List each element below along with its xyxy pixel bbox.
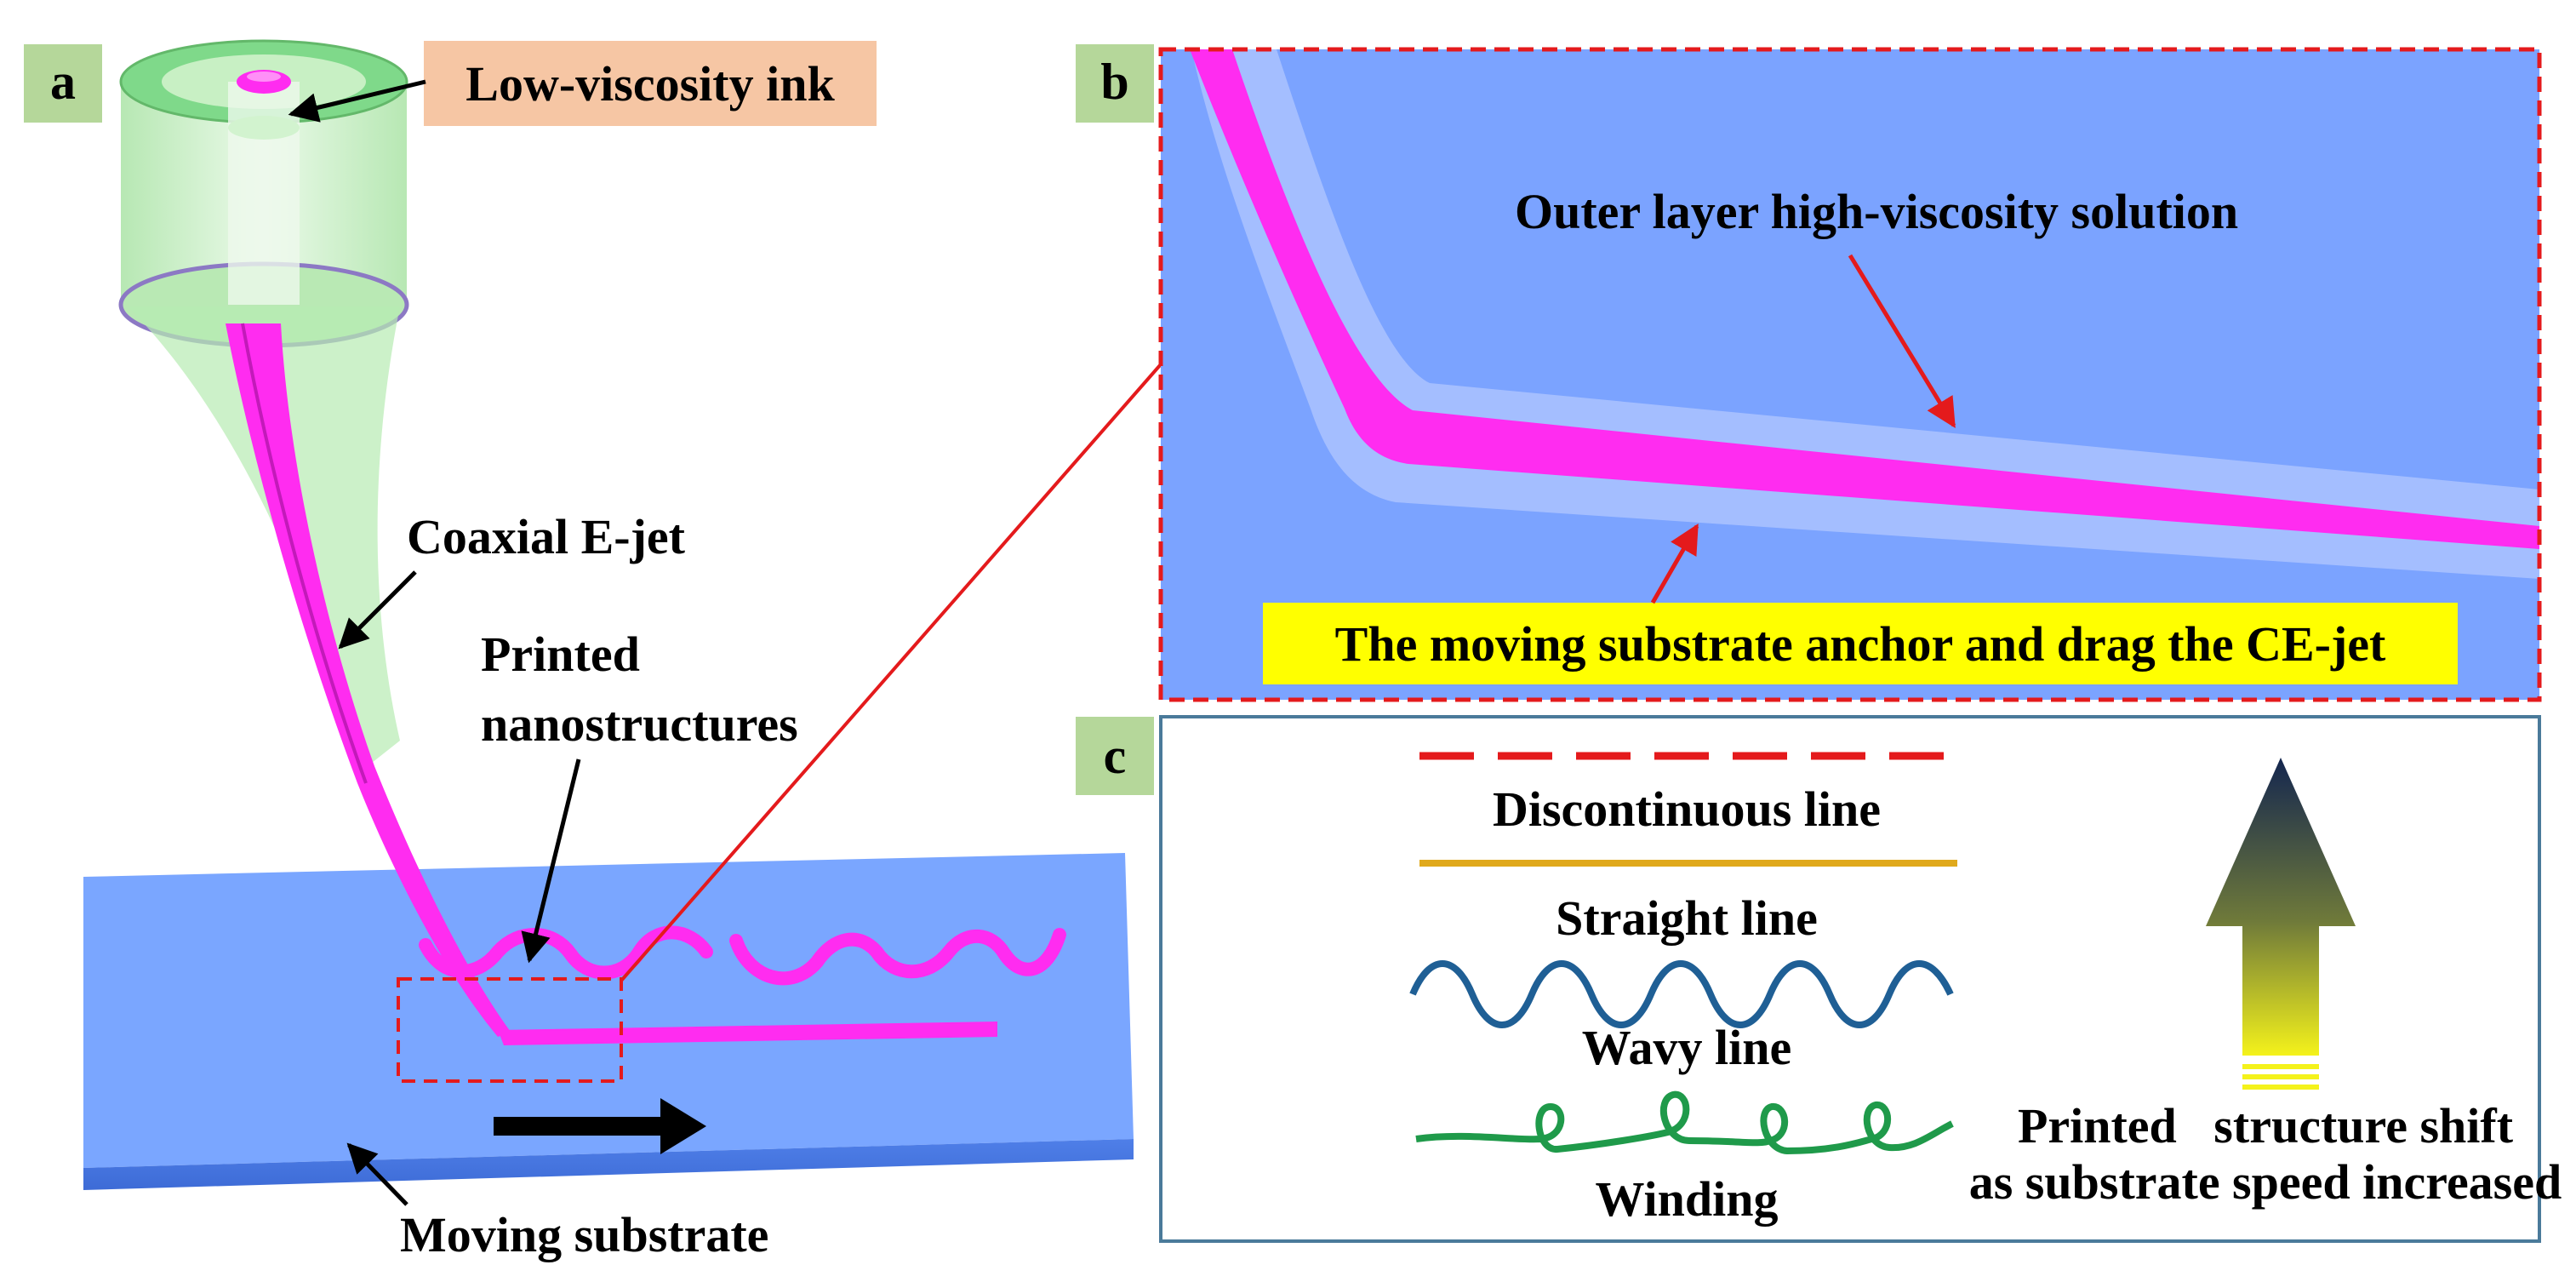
outer-layer-pointer — [1848, 254, 1956, 428]
panel-c-tag-bg — [1076, 717, 1154, 795]
panel-c-tag: c — [1104, 728, 1127, 784]
speed-increase-arrow — [2206, 758, 2356, 1090]
substrate-label: Moving substrate — [400, 1207, 768, 1262]
panel-a: a — [24, 39, 1134, 1262]
discontinuous-line-label: Discontinuous line — [1493, 781, 1881, 837]
outer-layer-label: Outer layer high-viscosity solution — [1515, 184, 2238, 239]
coaxial-jet — [128, 306, 511, 1037]
anchor-label-bg — [1263, 603, 2458, 684]
ink-label: Low-viscosity ink — [466, 56, 835, 112]
shift-label-line2: as substrate speed increased — [1969, 1154, 2562, 1210]
moving-substrate — [83, 853, 1134, 1190]
panel-a-tag: a — [50, 54, 76, 110]
zoom-region-box — [397, 977, 623, 1083]
printed-pointer — [521, 758, 581, 964]
winding-sample — [1415, 1090, 1954, 1155]
substrate-motion-arrow — [494, 1098, 706, 1154]
winding-label: Winding — [1596, 1171, 1779, 1227]
panel-c: c Discontinuous line Straight line Wavy … — [1076, 715, 2562, 1243]
printed-straight-line — [498, 1022, 997, 1045]
anchor-label: The moving substrate anchor and drag the… — [1335, 616, 2386, 672]
panel-b: b Outer layer high-viscosity solution Th… — [1076, 44, 2542, 702]
jet-label: Coaxial E-jet — [407, 509, 686, 564]
wavy-line-sample — [1409, 960, 1954, 1028]
ink-pointer — [288, 79, 426, 123]
panel-a-tag-bg — [24, 44, 102, 123]
printed-label-line2: nanostructures — [481, 696, 798, 752]
coaxial-nozzle — [118, 39, 409, 348]
panel-b-border — [1158, 47, 2542, 702]
straight-line-label: Straight line — [1556, 890, 1818, 946]
printed-label-line1: Printed — [481, 627, 640, 682]
panel-b-tag-bg — [1076, 44, 1154, 123]
jet-pointer — [338, 570, 417, 650]
printed-wavy-line — [419, 925, 1066, 986]
inner-core — [1190, 49, 2539, 549]
ink-label-bg — [424, 41, 877, 126]
panel-b-tag: b — [1100, 54, 1128, 110]
shift-label-line1: Printed structure shift — [2018, 1098, 2514, 1153]
anchor-pointer — [1650, 523, 1699, 604]
zoom-connector — [620, 363, 1162, 982]
wavy-line-label: Wavy line — [1582, 1020, 1792, 1075]
substrate-pointer — [346, 1142, 408, 1206]
